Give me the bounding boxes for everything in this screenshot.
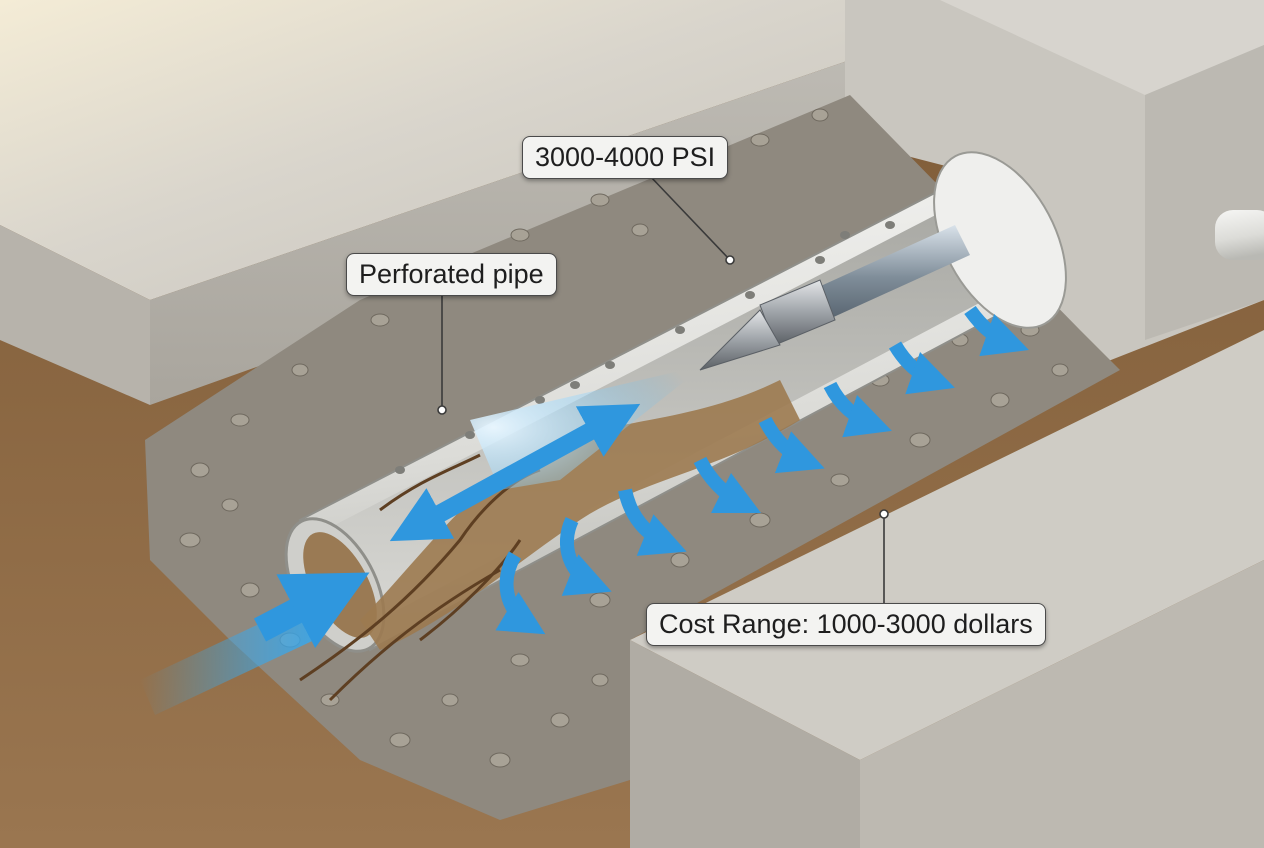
concrete-slab-top-right	[630, 330, 1264, 760]
cost-leader-dot	[879, 509, 889, 519]
outflow-arrows	[495, 305, 1029, 635]
concrete-block-top-right	[940, 0, 1264, 95]
concrete-slab-front-right	[630, 640, 860, 848]
inflow-arrow	[253, 572, 370, 649]
outlet-pipe-stub	[1215, 210, 1264, 260]
pressure-callout: 3000-4000 PSI	[522, 136, 729, 179]
callout-leaders	[437, 175, 889, 603]
psi-leader-line	[649, 175, 731, 261]
perforated-pipe-callout: Perforated pipe	[346, 253, 557, 296]
concrete-slab-front-left	[0, 225, 150, 405]
concrete-slab-side-right	[860, 560, 1264, 848]
jet-arrow-bidirectional	[389, 403, 641, 542]
concrete-slab-top-left	[0, 0, 850, 300]
cost-range-callout: Cost Range: 1000-3000 dollars	[646, 603, 1046, 646]
psi-leader-dot	[725, 255, 735, 265]
concrete-block-side-right	[1145, 45, 1264, 340]
nozzle-tip	[699, 309, 781, 371]
jetter-hose-and-nozzle	[699, 225, 970, 371]
pipe-leader-dot	[437, 405, 447, 415]
water-flow-arrows	[140, 305, 1029, 715]
